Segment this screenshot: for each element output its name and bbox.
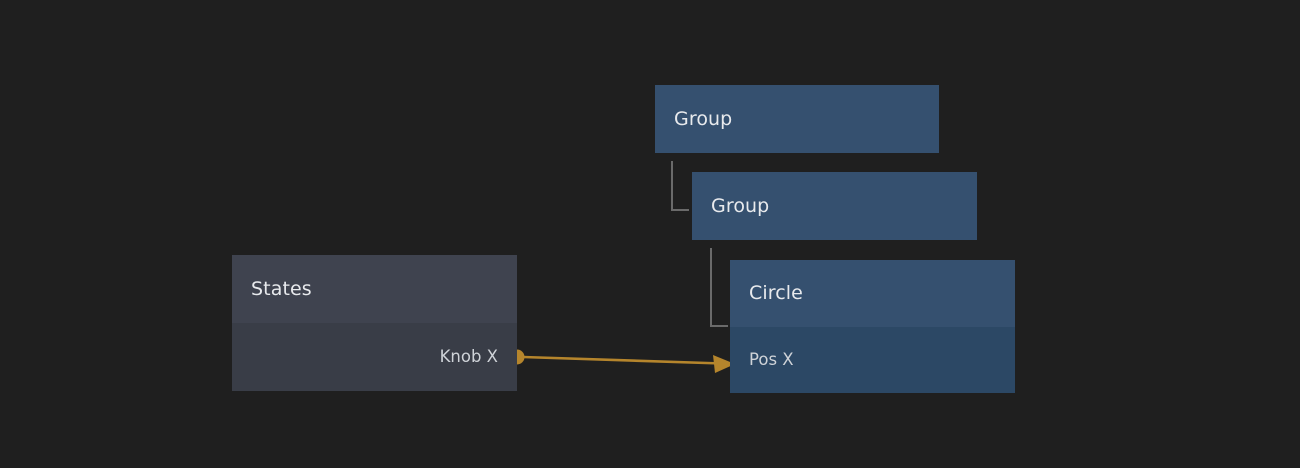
node-group-inner[interactable]: Group: [692, 172, 977, 240]
node-header-group-inner[interactable]: Group: [692, 172, 977, 240]
node-header-group-outer[interactable]: Group: [655, 85, 939, 153]
node-body-states: Knob X: [232, 323, 517, 391]
port-label: Pos X: [749, 349, 794, 369]
node-body-circle: Pos X: [730, 327, 1015, 393]
node-header-circle[interactable]: Circle: [730, 260, 1015, 327]
node-states[interactable]: States Knob X: [232, 255, 517, 391]
node-header-states[interactable]: States: [232, 255, 517, 323]
node-title: Group: [674, 107, 733, 130]
node-title: States: [251, 277, 312, 300]
output-port-knob-x[interactable]: Knob X: [232, 346, 517, 366]
node-title: Group: [711, 194, 770, 217]
port-label: Knob X: [439, 346, 498, 366]
input-port-pos-x[interactable]: Pos X: [730, 349, 1015, 369]
link-wire-knobx-to-posx: [522, 355, 723, 365]
node-title: Circle: [749, 282, 803, 304]
tree-elbow-group-inner-to-circle: [710, 248, 728, 327]
node-circle[interactable]: Circle Pos X: [730, 260, 1015, 393]
tree-elbow-group-outer-to-group-inner: [671, 161, 689, 211]
node-group-outer[interactable]: Group: [655, 85, 939, 153]
